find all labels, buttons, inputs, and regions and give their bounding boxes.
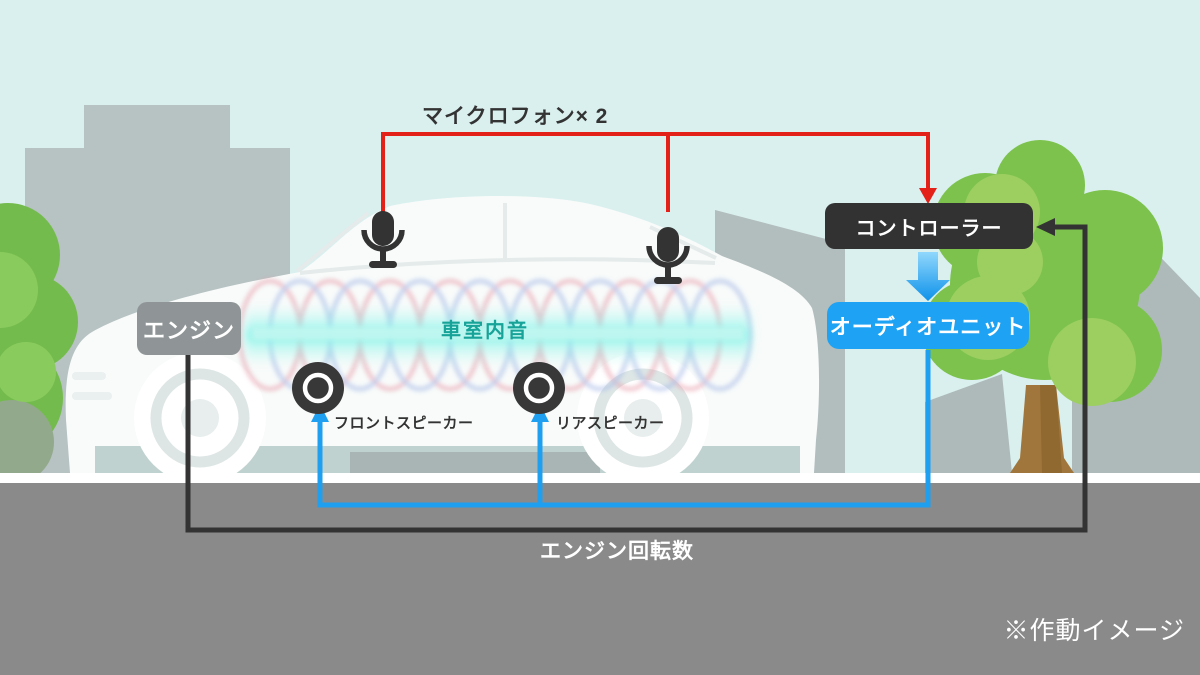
cabin-sound-glow xyxy=(245,306,750,364)
engine-rpm-label: エンジン回転数 xyxy=(540,540,694,563)
engine-rpm-line xyxy=(185,218,1088,533)
microphone-icon xyxy=(646,227,690,284)
tree-left xyxy=(0,203,78,484)
audio-unit-box-label: オーディオユニット xyxy=(829,315,1027,339)
building-tower xyxy=(84,105,230,155)
operation-image-note: ※作動イメージ xyxy=(1003,617,1185,645)
arrowhead-down-icon xyxy=(919,188,937,204)
engine-box: エンジン xyxy=(137,302,241,355)
controller-box-label: コントローラー xyxy=(855,217,1003,240)
cabin-sound-label: 車室内音 xyxy=(441,320,529,342)
microphone-label: マイクロフォン× 2 xyxy=(422,105,609,128)
rear-speaker-label: リアスピーカー xyxy=(556,415,665,432)
audio-unit-box: オーディオユニット xyxy=(827,302,1029,349)
controller-box: コントローラー xyxy=(825,203,1033,249)
arrowhead-left-icon xyxy=(1036,218,1055,236)
road-surface xyxy=(0,483,1200,675)
controller-to-audio-arrow xyxy=(906,252,950,301)
house-right xyxy=(925,374,1012,473)
microphone-icon xyxy=(361,211,405,268)
road-line xyxy=(0,473,1200,483)
front-speaker-label: フロントスピーカー xyxy=(334,415,474,432)
speaker-icon xyxy=(513,362,565,414)
road xyxy=(0,473,1200,675)
mic-signal-line xyxy=(381,132,937,212)
engine-box-label: エンジン xyxy=(142,317,235,343)
speaker-icon xyxy=(292,362,344,414)
